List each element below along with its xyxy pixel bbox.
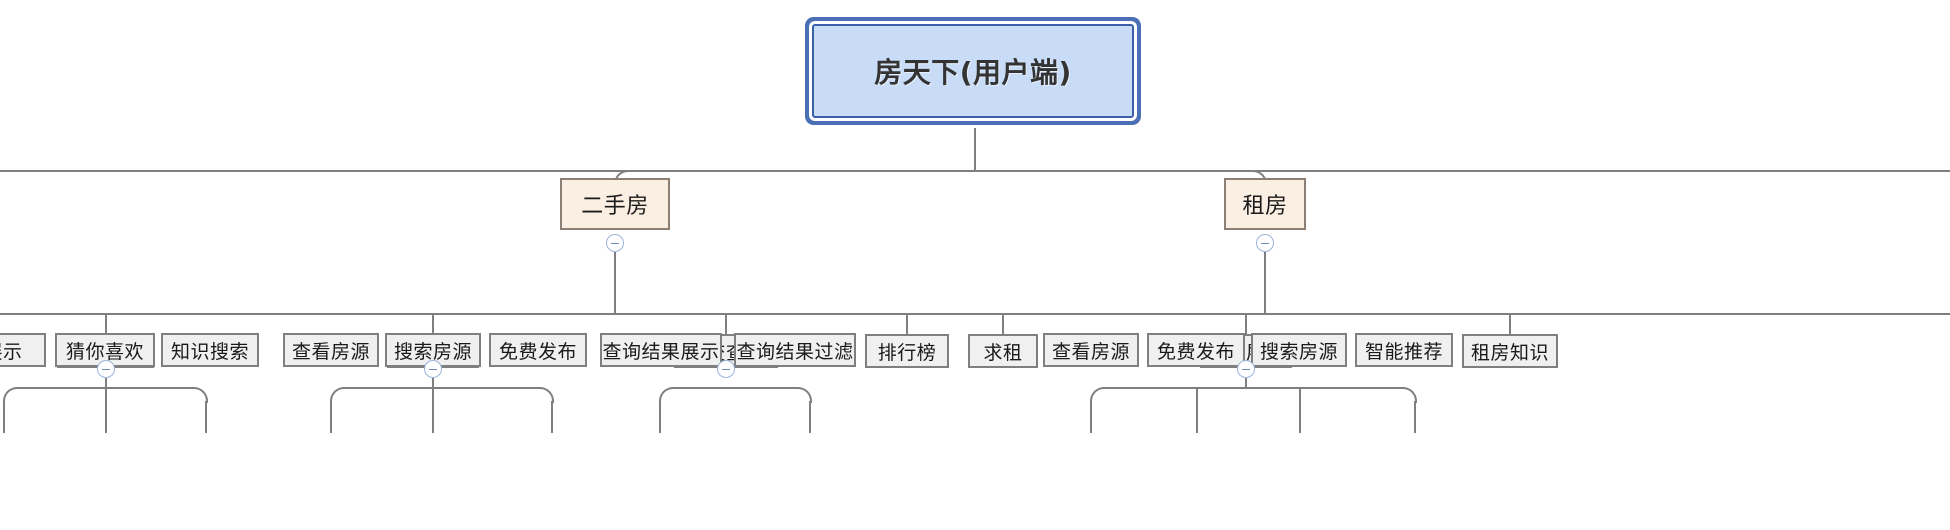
minus-bar <box>1261 242 1269 244</box>
connector-drop-chakanfangyuan-b <box>1090 401 1092 433</box>
node-chakanfangyuan-b[interactable]: 查看房源 <box>1043 333 1139 367</box>
connector-drop-chakanfangyuan-a <box>330 401 332 433</box>
connector-drop-goufangzhishi <box>105 313 107 334</box>
connector-elbow-left-fya <box>330 387 346 403</box>
minus-circle-icon-ershoufang[interactable] <box>606 234 624 252</box>
connector-drop-sousuofangyuan-b <box>1299 387 1301 433</box>
connector-drop-cainixihuan <box>105 378 107 433</box>
connector-elbow-left-goufangzhishi <box>3 387 19 403</box>
connector-stem-fyb <box>1245 378 1247 387</box>
connector-drop-zhishisousuo <box>205 401 207 433</box>
node-mianfeifabu-a[interactable]: 免费发布 <box>489 333 587 367</box>
minus-bar <box>611 242 619 244</box>
connector-bar-fangyuanzhanshi-b <box>1104 387 1401 389</box>
root-node[interactable]: 房天下(用户端) <box>812 24 1134 118</box>
node-zhinengtuijian[interactable]: 智能推荐 <box>1355 333 1453 367</box>
minus-circle-icon-chengjiaochaxun[interactable] <box>717 360 735 378</box>
connector-drop-zufangzhishi <box>1509 313 1511 334</box>
connector-drop-sousuofangyuan-a <box>432 378 434 433</box>
connector-stem-zufang-to-bus <box>1264 252 1266 313</box>
connector-bar-chengjiaochaxun <box>673 387 796 389</box>
connector-stem-ershoufang-to-bus <box>614 252 616 313</box>
minus-bar <box>1242 368 1250 370</box>
minus-bar <box>102 368 110 370</box>
connector-drop-fangyuanzhanshi-b <box>1245 313 1247 334</box>
node-zufangzhishi[interactable]: 租房知识 <box>1462 334 1558 368</box>
node-chakanfangyuan-a[interactable]: 查看房源 <box>283 333 379 367</box>
connector-drop-qiuzu <box>1002 313 1004 334</box>
connector-drop-fangyuanzhanshi-a <box>432 313 434 334</box>
connector-level3-bus <box>0 313 1950 315</box>
connector-elbow-right-goufangzhishi <box>192 387 208 403</box>
node-chaxunjieguozhanshi[interactable]: 查询结果展示 <box>600 333 722 367</box>
connector-drop-paihangbang <box>906 313 908 334</box>
minus-circle-icon-fangyuanzhanshi-a[interactable] <box>424 360 442 378</box>
node-paihangbang[interactable]: 排行榜 <box>865 334 949 368</box>
node-zhishisousuo[interactable]: 知识搜索 <box>161 333 259 367</box>
branch-node-ershoufang[interactable]: 二手房 <box>560 178 670 230</box>
connector-elbow-right-fya <box>538 387 554 403</box>
minus-bar <box>722 368 730 370</box>
connector-drop-chaxunjieguoguolv <box>809 401 811 433</box>
minus-circle-icon-goufangzhishi[interactable] <box>97 360 115 378</box>
connector-elbow-right-cjcx <box>796 387 812 403</box>
connector-elbow-left-fyb <box>1090 387 1106 403</box>
connector-drop-mianfeifabu-a <box>551 401 553 433</box>
branch-node-zufang[interactable]: 租房 <box>1224 178 1306 230</box>
node-chaxunjieguoguolv[interactable]: 查询结果过滤 <box>734 333 856 367</box>
minus-bar <box>429 368 437 370</box>
connector-bar-goufangzhishi <box>17 387 192 389</box>
connector-level2-bus <box>0 170 1950 172</box>
connector-drop-chaxunjieguozhanshi <box>659 401 661 433</box>
node-mianfeifabu-b[interactable]: 免费发布 <box>1147 333 1245 367</box>
connector-drop-zhanshi <box>3 401 5 433</box>
connector-drop-chengjiaochaxun <box>725 313 727 334</box>
connector-root-stem <box>974 128 976 170</box>
node-sousuofangyuan-b[interactable]: 搜索房源 <box>1251 333 1347 367</box>
node-qiuzu[interactable]: 求租 <box>968 334 1038 368</box>
connector-bar-fangyuanzhanshi-a <box>344 387 538 389</box>
minus-circle-icon-zufang[interactable] <box>1256 234 1274 252</box>
connector-elbow-left-cjcx <box>659 387 675 403</box>
node-zhanshi-clipped[interactable]: 展示 <box>0 333 46 367</box>
minus-circle-icon-fangyuanzhanshi-b[interactable] <box>1237 360 1255 378</box>
connector-elbow-right-fyb <box>1401 387 1417 403</box>
connector-drop-zhinengtuijian <box>1414 401 1416 433</box>
connector-drop-mianfeifabu-b <box>1196 387 1198 433</box>
